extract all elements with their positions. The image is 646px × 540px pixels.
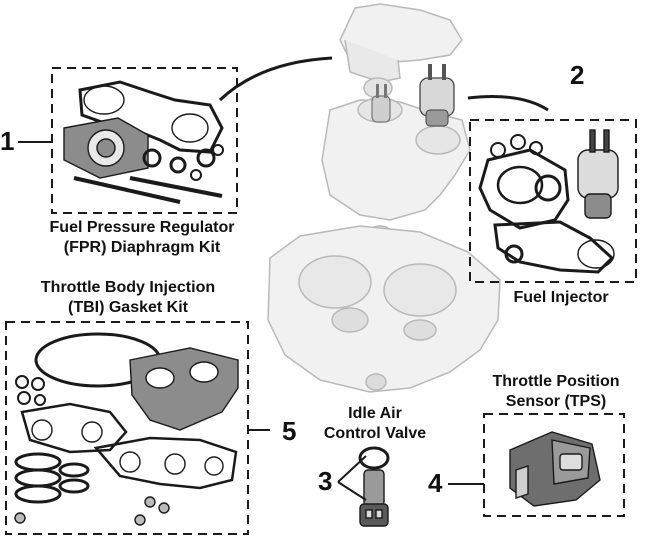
label-tbi-line-1: Throttle Body Injection (40, 279, 216, 296)
label-tps: Throttle Position Sensor (TPS) (468, 372, 644, 412)
label-fpr-line-2: (FPR) Diaphragm Kit (63, 239, 221, 256)
callout-number-3: 3 (318, 466, 333, 496)
tps-sensor (509, 431, 601, 507)
label-tbi-kit: Throttle Body Injection (TBI) Gasket Kit (8, 278, 248, 318)
callout-number-2: 2 (570, 60, 585, 90)
center-injector (371, 84, 391, 123)
tbi-kit-box (5, 321, 249, 535)
label-tps-line-2: Sensor (TPS) (505, 393, 607, 410)
label-fpr-line-1: Fuel Pressure Regulator (49, 219, 235, 236)
top-injector (419, 64, 455, 127)
label-tps-line-1: Throttle Position (492, 373, 620, 390)
fpr-kit-parts (63, 80, 224, 204)
fpr-kit-box (51, 67, 238, 214)
injector-kit-parts (478, 129, 619, 274)
injector-kit-box (469, 119, 637, 283)
label-tbi-line-2: (TBI) Gasket Kit (67, 299, 188, 316)
throttle-body-assembly (267, 3, 501, 393)
leader-fpr (218, 56, 333, 102)
callout-number-1: 1 (0, 126, 15, 156)
label-iac-line-1: Idle Air (348, 405, 402, 422)
label-iac-valve: Idle Air Control Valve (300, 404, 450, 444)
callout-number-4: 4 (428, 468, 443, 498)
callout-number-5: 5 (282, 416, 297, 446)
label-injector-line-1: Fuel Injector (513, 289, 609, 306)
leader-injector (467, 95, 549, 112)
label-fuel-injector: Fuel Injector (486, 288, 636, 308)
iac-valve (358, 446, 390, 527)
callout-3-line (337, 455, 367, 501)
tbi-kit-parts (14, 332, 239, 526)
label-fpr-kit: Fuel Pressure Regulator (FPR) Diaphragm … (24, 218, 260, 258)
label-iac-line-2: Control Valve (323, 425, 427, 442)
